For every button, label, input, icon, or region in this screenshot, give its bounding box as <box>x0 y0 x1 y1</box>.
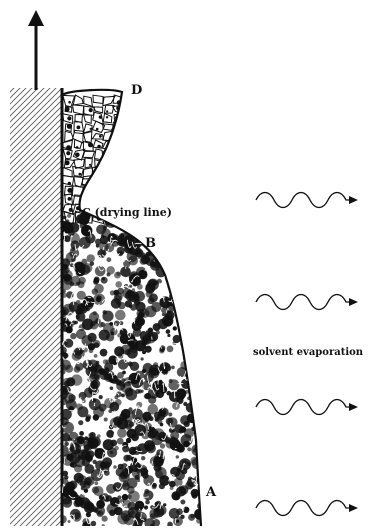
wavy-arrow-icon <box>256 501 358 516</box>
label-d: D <box>131 83 142 98</box>
label-b: B <box>145 236 156 251</box>
up-arrow-icon <box>28 10 44 90</box>
film-texture <box>57 95 206 526</box>
substrate <box>10 88 62 526</box>
wavy-arrow-icon <box>256 295 358 310</box>
wavy-arrow-icon <box>256 400 358 415</box>
wavy-arrow-icon <box>256 193 358 208</box>
label-solvent-evaporation: solvent evaporation <box>253 347 364 358</box>
label-a: A <box>205 485 217 500</box>
label-c-drying-line: C (drying line) <box>82 206 172 219</box>
